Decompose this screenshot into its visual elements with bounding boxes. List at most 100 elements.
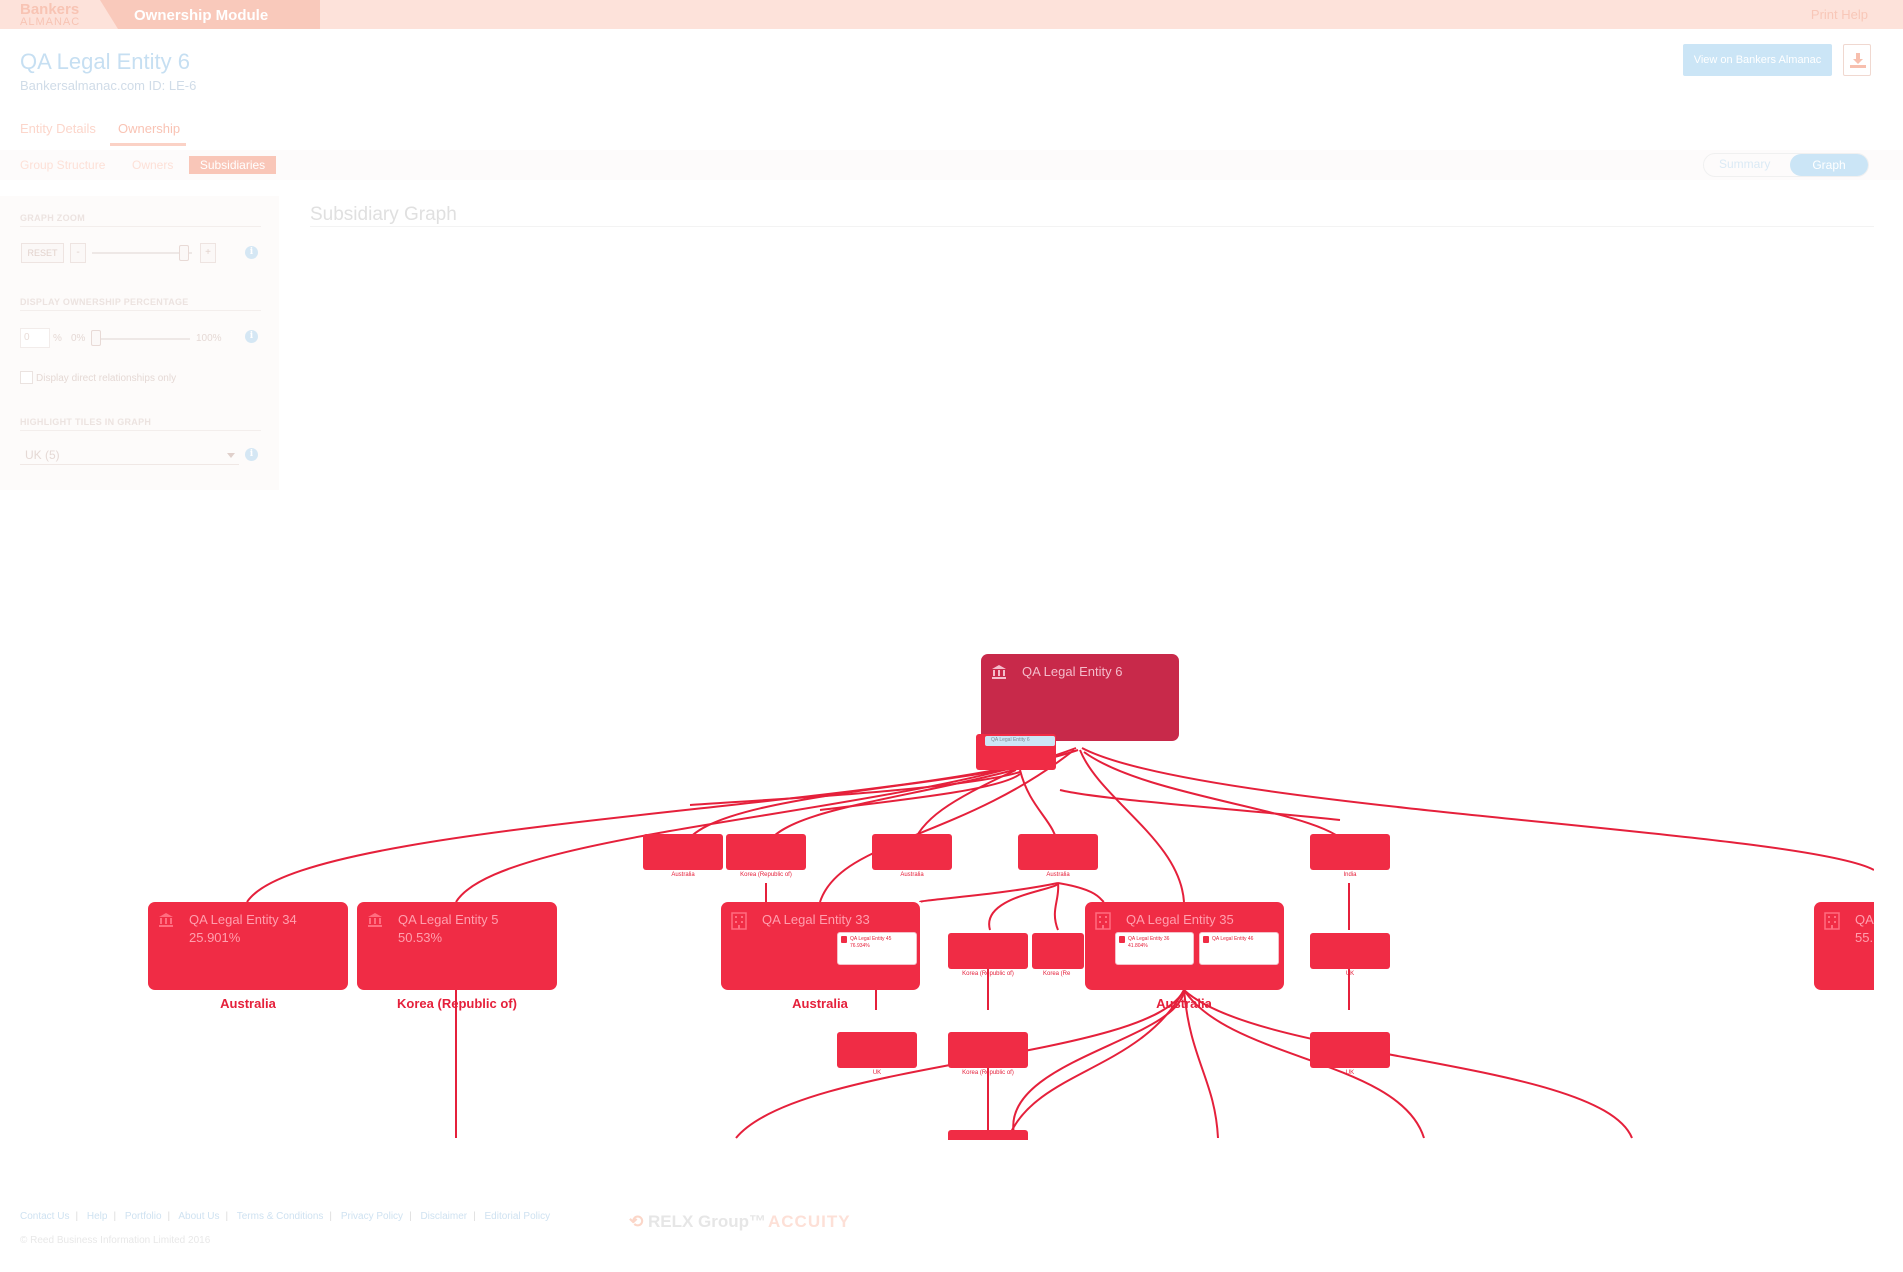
graph-title: Subsidiary Graph <box>310 204 457 225</box>
mini-tile[interactable] <box>1310 834 1390 870</box>
footer-link-help[interactable]: Help <box>86 1211 108 1222</box>
mini-tile[interactable] <box>872 834 952 870</box>
entity-node[interactable]: QA 55. <box>1814 902 1874 990</box>
subsidiary-card[interactable]: QA Legal Entity 45 76.934% <box>837 932 917 965</box>
edge <box>1079 749 1185 903</box>
node-percentage: 50.53% <box>398 930 443 945</box>
graph-edges <box>246 747 1874 1139</box>
edge <box>1183 989 1219 1139</box>
subtab-group-structure[interactable]: Group Structure <box>20 158 106 172</box>
active-tab-underline <box>110 143 186 146</box>
mini-tile-label: Australia <box>900 872 924 878</box>
node-country: Australia <box>792 996 848 1011</box>
mini-tile[interactable] <box>1018 834 1098 870</box>
logo-line-1: Bankers <box>20 1 80 18</box>
node-name: QA Legal Entity 5 <box>398 912 499 927</box>
info-icon[interactable]: i <box>245 246 258 259</box>
entity-node[interactable]: QA Legal Entity 35 QA Legal Entity 36 41… <box>1085 902 1284 990</box>
download-button[interactable] <box>1843 44 1871 76</box>
subsidiary-card[interactable]: QA Legal Entity 36 41.804% <box>1115 932 1194 965</box>
zoom-out-button[interactable]: - <box>70 243 86 263</box>
subsidiary-card[interactable]: QA Legal Entity 46 <box>1199 932 1279 965</box>
edge <box>1183 989 1633 1139</box>
root-entity-node[interactable]: QA Legal Entity 6 <box>981 654 1179 741</box>
mini-tile[interactable] <box>1310 933 1390 969</box>
mini-tile[interactable] <box>837 1032 917 1068</box>
ownership-percentage-input[interactable]: 0 <box>20 328 50 348</box>
footer-link-about[interactable]: About Us <box>178 1211 220 1222</box>
relx-text: RELX Group <box>647 1212 750 1231</box>
mini-tile[interactable] <box>948 1032 1028 1068</box>
entity-tooltip: QA Legal Entity 6 <box>985 736 1055 746</box>
mini-tile[interactable] <box>948 1130 1028 1140</box>
print-help-link[interactable]: Print Help <box>1810 7 1868 22</box>
tab-entity-details[interactable]: Entity Details <box>20 121 96 136</box>
zoom-slider-track[interactable] <box>92 252 192 254</box>
footer-link-privacy[interactable]: Privacy Policy <box>340 1211 404 1222</box>
accuity-logo[interactable]: ACCUITY <box>768 1212 851 1232</box>
footer-link-disclaimer[interactable]: Disclaimer <box>420 1211 468 1222</box>
edge <box>919 882 1059 903</box>
percent-unit: % <box>53 333 62 344</box>
accuity-text: ACCUITY <box>768 1212 851 1231</box>
toggle-graph[interactable]: Graph <box>1790 154 1868 176</box>
percentage-slider-handle[interactable] <box>91 330 101 346</box>
bankers-almanac-logo[interactable]: Bankers ALMANAC <box>20 2 80 28</box>
entity-node[interactable]: QA Legal Entity 34 25.901% <box>148 902 348 990</box>
relx-mark-icon: ⟲ <box>629 1212 644 1231</box>
percentage-slider-track[interactable] <box>92 338 190 340</box>
mini-tile[interactable] <box>1032 933 1084 969</box>
download-icon <box>1850 53 1866 68</box>
info-icon[interactable]: i <box>245 330 258 343</box>
edge <box>1012 989 1185 1135</box>
footer-link-editorial[interactable]: Editorial Policy <box>484 1211 551 1222</box>
entity-node[interactable]: QA Legal Entity 33 QA Legal Entity 45 76… <box>721 902 920 990</box>
node-country: Australia <box>1156 996 1212 1011</box>
subtab-owners[interactable]: Owners <box>132 158 174 172</box>
mini-tile[interactable] <box>948 933 1028 969</box>
zoom-slider-handle[interactable] <box>179 245 189 261</box>
footer-link-terms[interactable]: Terms & Conditions <box>236 1211 324 1222</box>
building-icon <box>1824 912 1840 930</box>
card-name: QA Legal Entity 36 <box>1128 936 1170 942</box>
view-on-bankers-almanac-button[interactable]: View on Bankers Almanac <box>1683 44 1832 76</box>
building-icon <box>731 912 747 930</box>
entity-node[interactable]: QA Legal Entity 5 50.53% <box>357 902 557 990</box>
edge <box>1057 882 1105 903</box>
mini-tile[interactable] <box>726 834 806 870</box>
edge <box>1059 789 1341 821</box>
highlight-tiles-select[interactable]: UK (5) <box>20 445 239 465</box>
mini-tile[interactable] <box>1310 1032 1390 1068</box>
node-percentage: 25.901% <box>189 930 241 945</box>
entity-id: Bankersalmanac.com ID: LE-6 <box>20 78 197 93</box>
sub-navigation <box>0 150 1903 180</box>
zoom-reset-button[interactable]: RESET <box>21 243 64 263</box>
view-toggle <box>1703 153 1869 177</box>
highlight-tiles-heading: HIGHLIGHT TILES IN GRAPH <box>20 417 152 427</box>
toggle-summary[interactable]: Summary <box>1719 157 1771 171</box>
card-name: QA Legal Entity 45 <box>850 936 892 942</box>
mini-tile[interactable] <box>643 834 723 870</box>
info-icon[interactable]: i <box>245 448 258 461</box>
edge <box>689 771 1021 806</box>
chevron-down-icon <box>227 453 235 458</box>
footer-link-contact[interactable]: Contact Us <box>20 1211 70 1222</box>
node-name: QA Legal Entity 6 <box>1022 664 1123 679</box>
mini-tile-label: Australia <box>671 872 695 878</box>
subsidiary-graph-canvas[interactable]: QA Legal Entity 6 Australia Korea (Repub… <box>0 640 1874 1140</box>
zoom-in-button[interactable]: + <box>200 243 216 263</box>
edge <box>1009 989 1185 1135</box>
relx-logo[interactable]: ⟲ RELX Group™ <box>629 1212 766 1232</box>
tab-ownership[interactable]: Ownership <box>118 121 181 136</box>
relx-trademark: ™ <box>749 1212 767 1231</box>
logo-line-2: ALMANAC <box>20 16 81 28</box>
tooltip-text: QA Legal Entity 6 <box>991 737 1030 743</box>
footer-link-portfolio[interactable]: Portfolio <box>124 1211 162 1222</box>
edge <box>819 749 1075 903</box>
direct-relationships-label: Display direct relationships only <box>36 373 177 384</box>
graph-zoom-heading: GRAPH ZOOM <box>20 213 85 223</box>
subtab-subsidiaries[interactable]: Subsidiaries <box>189 156 276 174</box>
mini-tile-label: Korea (Re <box>1043 971 1071 977</box>
mini-tile-label: UK <box>1345 1070 1355 1076</box>
direct-relationships-checkbox[interactable] <box>20 371 33 384</box>
